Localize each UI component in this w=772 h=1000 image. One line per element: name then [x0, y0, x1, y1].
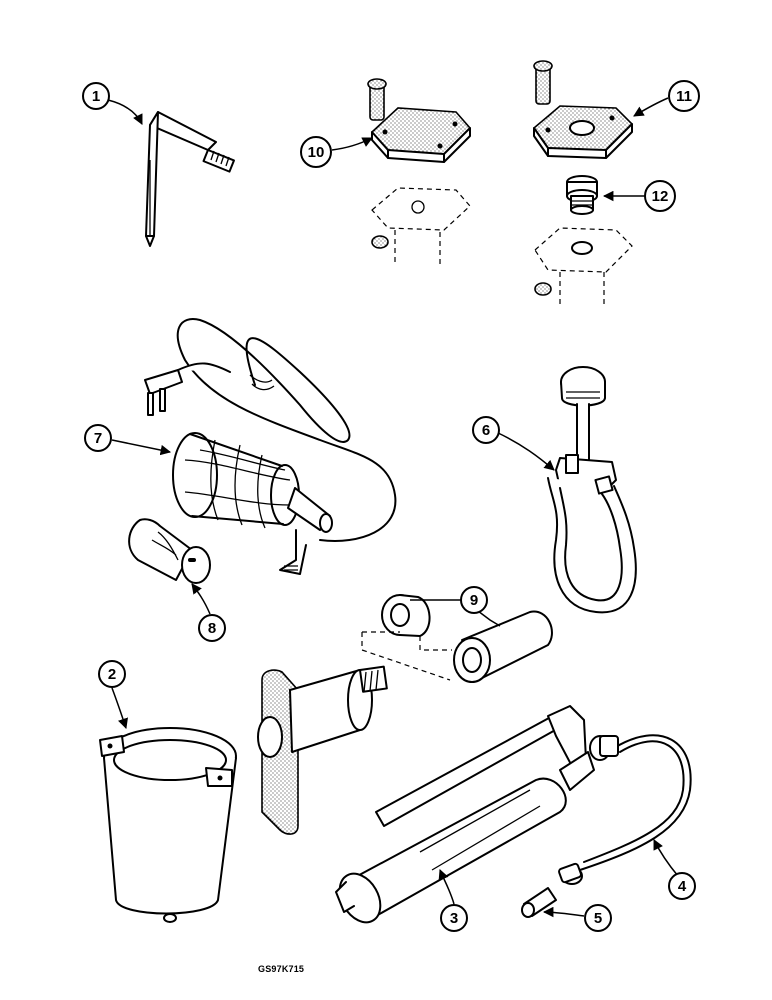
- callout-10: 10: [300, 136, 332, 168]
- figure-reference-code: GS97K715: [258, 964, 305, 974]
- svg-text:10: 10: [308, 144, 325, 161]
- svg-text:7: 7: [94, 430, 102, 447]
- svg-text:8: 8: [208, 620, 216, 637]
- svg-text:4: 4: [678, 878, 687, 895]
- callout-2: 2: [98, 660, 126, 688]
- part-11-flange-plate: [532, 60, 634, 159]
- part-8-lamp-bulb: [128, 518, 211, 584]
- part-9-adapters: [361, 594, 553, 683]
- callout-6: 6: [472, 416, 500, 444]
- part-5-coupler-nozzle: [521, 887, 557, 918]
- callout-3: 3: [440, 904, 468, 932]
- svg-text:3: 3: [450, 910, 458, 927]
- svg-text:1: 1: [92, 88, 100, 105]
- callout-8: 8: [198, 614, 226, 642]
- svg-text:11: 11: [676, 88, 692, 105]
- callout-4: 4: [668, 872, 696, 900]
- callout-5: 5: [584, 904, 612, 932]
- callout-1: 1: [82, 82, 110, 110]
- part-7-inspection-lamp: [144, 318, 397, 575]
- part-10-cover-plate: [367, 78, 472, 265]
- svg-text:12: 12: [652, 188, 669, 205]
- adapter-body-with-plate: [257, 665, 388, 835]
- svg-text:5: 5: [594, 910, 602, 927]
- svg-text:9: 9: [470, 592, 478, 609]
- part-4-flexible-hose: [558, 734, 692, 885]
- svg-text:6: 6: [482, 422, 490, 439]
- part-6-band-clamp-tool: [547, 366, 637, 614]
- leader-lines: [107, 97, 679, 918]
- part-3-grease-gun: [335, 705, 595, 924]
- callout-7: 7: [84, 424, 112, 452]
- part-1-l-probe-tool: [145, 111, 235, 247]
- callout-11: 11: [668, 80, 700, 112]
- callout-12: 12: [644, 180, 676, 212]
- part-12-threaded-fitting: [534, 175, 633, 305]
- svg-text:2: 2: [108, 666, 116, 683]
- part-2-canister: [99, 727, 237, 923]
- callout-9: 9: [460, 586, 488, 614]
